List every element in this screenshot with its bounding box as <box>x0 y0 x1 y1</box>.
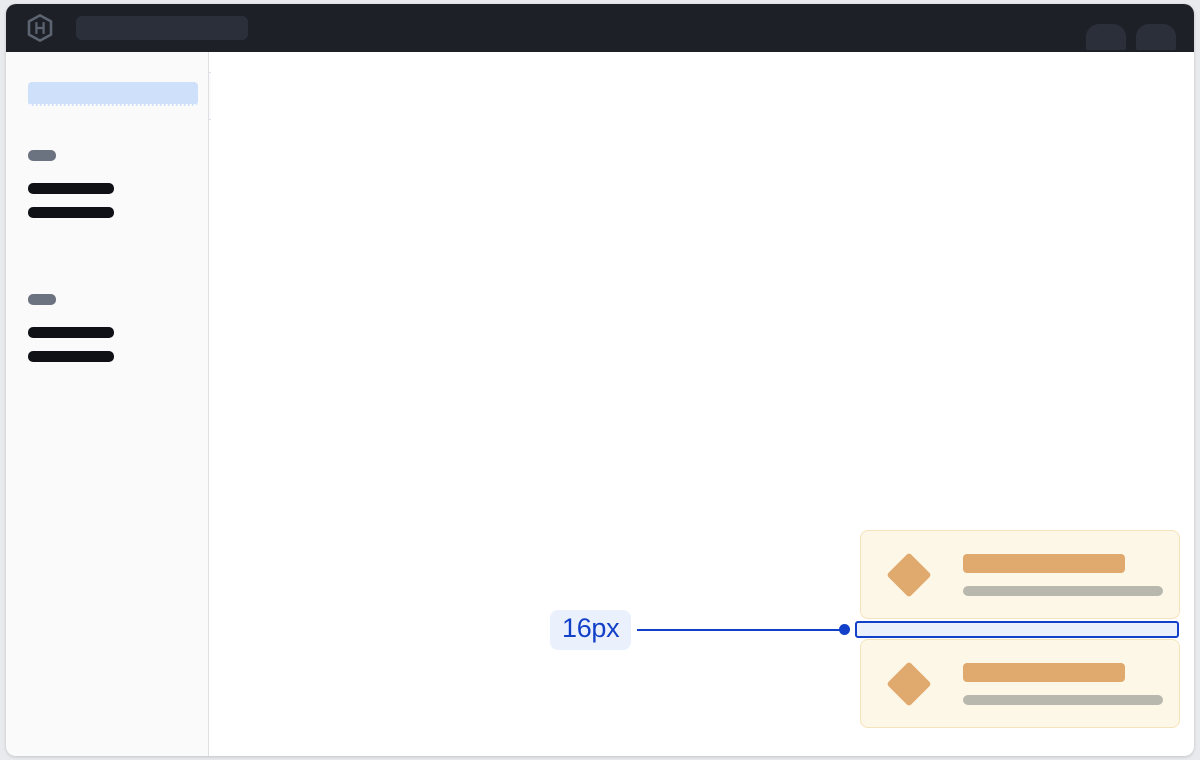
sidebar-item[interactable] <box>28 351 114 362</box>
topbar-actions <box>1086 4 1176 52</box>
list-item[interactable] <box>860 530 1180 619</box>
sidebar-item[interactable] <box>28 183 114 194</box>
sidebar-item-active[interactable] <box>28 82 198 106</box>
list-item-text-block <box>963 662 1163 705</box>
sidebar-group-label <box>28 150 56 161</box>
spacing-gap-highlight <box>855 621 1179 638</box>
list-item-subtitle <box>963 694 1163 705</box>
sidebar-group-label <box>28 294 56 305</box>
diamond-icon <box>886 551 932 598</box>
measurement-endpoint-dot-icon <box>839 624 850 635</box>
sidebar-group <box>28 150 114 218</box>
main-canvas <box>210 52 1194 756</box>
list-item-title <box>963 553 1125 573</box>
diamond-icon <box>886 660 932 707</box>
avatar[interactable] <box>1086 24 1126 50</box>
sidebar <box>6 52 209 756</box>
search-input[interactable] <box>76 16 248 40</box>
list-item[interactable] <box>860 639 1180 728</box>
sidebar-item[interactable] <box>28 327 114 338</box>
spacing-value-label: 16px <box>550 610 632 650</box>
avatar[interactable] <box>1136 24 1176 50</box>
list-item-title <box>963 662 1125 682</box>
measurement-leader-line-icon <box>637 628 845 631</box>
list-item-text-block <box>963 553 1163 596</box>
sidebar-item[interactable] <box>28 207 114 218</box>
app-window: 16px <box>6 4 1194 756</box>
hexagon-h-logo-icon[interactable] <box>26 14 54 42</box>
list-item-subtitle <box>963 585 1163 596</box>
body-region <box>6 52 1194 756</box>
top-navigation-bar <box>6 4 1194 52</box>
sidebar-group <box>28 294 114 362</box>
